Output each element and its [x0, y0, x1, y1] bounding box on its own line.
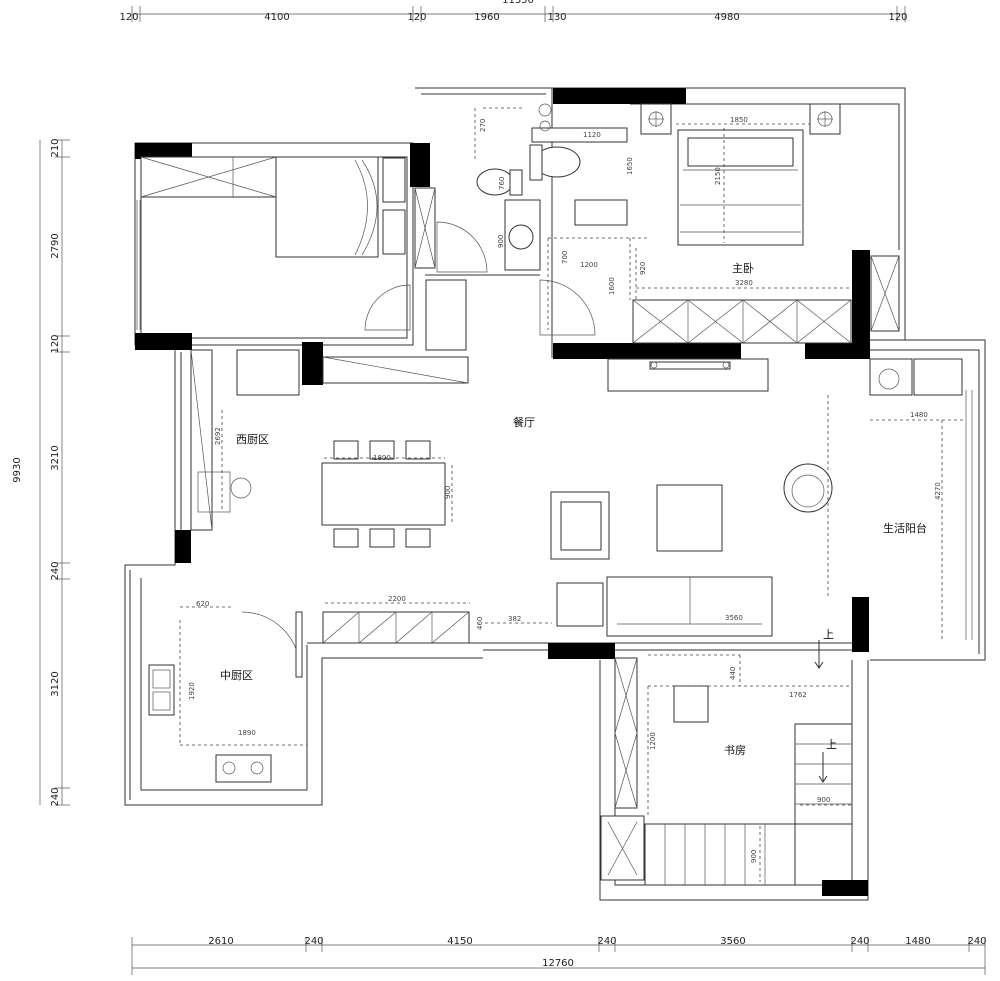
room-label-dining: 餐厅: [513, 415, 535, 429]
dim-bath-900: 900: [497, 235, 505, 248]
left-dim-4: 3210: [50, 445, 61, 470]
top-dim-1: 120: [119, 12, 138, 23]
dim-bath-1650: 1650: [626, 157, 634, 175]
bottom-dim-3: 4150: [447, 936, 472, 947]
dim-closet-700: 700: [561, 251, 569, 264]
bottom-dim-7: 1480: [905, 936, 930, 947]
left-dim-5: 240: [50, 561, 61, 580]
room-label-chinese-kitchen: 中厨区: [220, 669, 253, 682]
dim-balcony-4270: 4270: [934, 482, 942, 500]
bedroom-2-furniture: [136, 156, 411, 331]
stair-up-label-2: 上: [826, 738, 837, 751]
study-fixtures: 440 1762 1200 书房 900 900 上 上: [600, 628, 853, 886]
top-dim-7: 120: [888, 12, 907, 23]
room-label-study: 书房: [724, 744, 746, 757]
dim-stair-900: 900: [817, 796, 830, 804]
dim-closet-3280: 3280: [735, 279, 753, 287]
dim-closet-1600: 1600: [608, 277, 616, 295]
dim-balcony-1480: 1480: [910, 411, 928, 419]
dim-bath-1120: 1120: [583, 131, 601, 139]
top-dim-6: 4980: [714, 12, 739, 23]
room-label-master-bedroom: 主卧: [732, 262, 754, 275]
dim-study-1200: 1200: [649, 732, 657, 750]
bottom-dim-8: 240: [967, 936, 986, 947]
bathrooms: 270 1120 760 900 1650: [414, 103, 650, 351]
dim-table-900: 900: [444, 486, 452, 499]
dim-kitchen-1920: 1920: [188, 682, 196, 700]
living-dining-furniture: 2692 西厨区 1800 900 餐厅 3560 382 460: [190, 349, 833, 644]
dim-closet-920: 920: [639, 262, 647, 275]
top-dim-2: 4100: [264, 12, 289, 23]
bottom-dim-4: 240: [597, 936, 616, 947]
dim-gap-382: 382: [508, 615, 521, 623]
dim-study-1762: 1762: [789, 691, 807, 699]
top-dim-4: 1960: [474, 12, 499, 23]
bed-blanket-stripes: [680, 204, 801, 233]
top-dimension-chain: 11350 120 4100 120 1960 130 4980 120: [119, 0, 907, 23]
dim-gap-460: 460: [476, 617, 484, 630]
bottom-dim-1: 2610: [208, 936, 233, 947]
dim-bath-760: 760: [498, 177, 506, 190]
top-dim-3: 120: [407, 12, 426, 23]
left-dim-1: 210: [50, 138, 61, 157]
bottom-dim-2: 240: [304, 936, 323, 947]
master-bedroom-furniture: 1850 2150 700 1200 920 1600 3280 主卧: [561, 103, 900, 344]
left-dimension-chain: 9930 210 2790 120 3210 240 3120 240: [12, 138, 70, 807]
dim-closet-1200: 1200: [580, 261, 598, 269]
chinese-kitchen-fixtures: 620 1920 1890 中厨区: [148, 600, 307, 783]
dim-table-1800: 1800: [373, 454, 391, 462]
stair-up-label-1: 上: [823, 628, 834, 641]
dim-kitchen-620: 620: [196, 600, 209, 608]
left-dim-3: 120: [50, 334, 61, 353]
room-label-living-balcony: 生活阳台: [883, 521, 927, 535]
room-label-western-kitchen: 西厨区: [236, 433, 269, 446]
top-total-dim: 11350: [502, 0, 534, 6]
dim-sofa-3560: 3560: [725, 614, 743, 622]
left-dim-2: 2790: [50, 233, 61, 258]
dim-bath-270: 270: [479, 119, 487, 132]
top-dim-5: 130: [547, 12, 566, 23]
bottom-total-dim: 12760: [542, 958, 574, 969]
bottom-dim-5: 3560: [720, 936, 745, 947]
bottom-dim-6: 240: [850, 936, 869, 947]
dim-bed-1850: 1850: [730, 116, 748, 124]
dim-bar-2692: 2692: [214, 427, 222, 445]
balcony-fixtures: 1480 4270 生活阳台: [869, 358, 965, 640]
bottom-dimension-chain: 2610 240 4150 240 3560 240 1480 240 1276…: [131, 936, 987, 975]
structural-columns: [135, 88, 870, 896]
left-total-dim: 9930: [12, 457, 23, 482]
dim-counter-2200: 2200: [388, 595, 406, 603]
dim-stair-900b: 900: [750, 850, 758, 863]
left-dim-6: 3120: [50, 671, 61, 696]
dim-bed-2150: 2150: [714, 167, 722, 185]
dim-study-440: 440: [729, 667, 737, 680]
dim-kitchen-1890: 1890: [238, 729, 256, 737]
left-dim-7: 240: [50, 787, 61, 806]
